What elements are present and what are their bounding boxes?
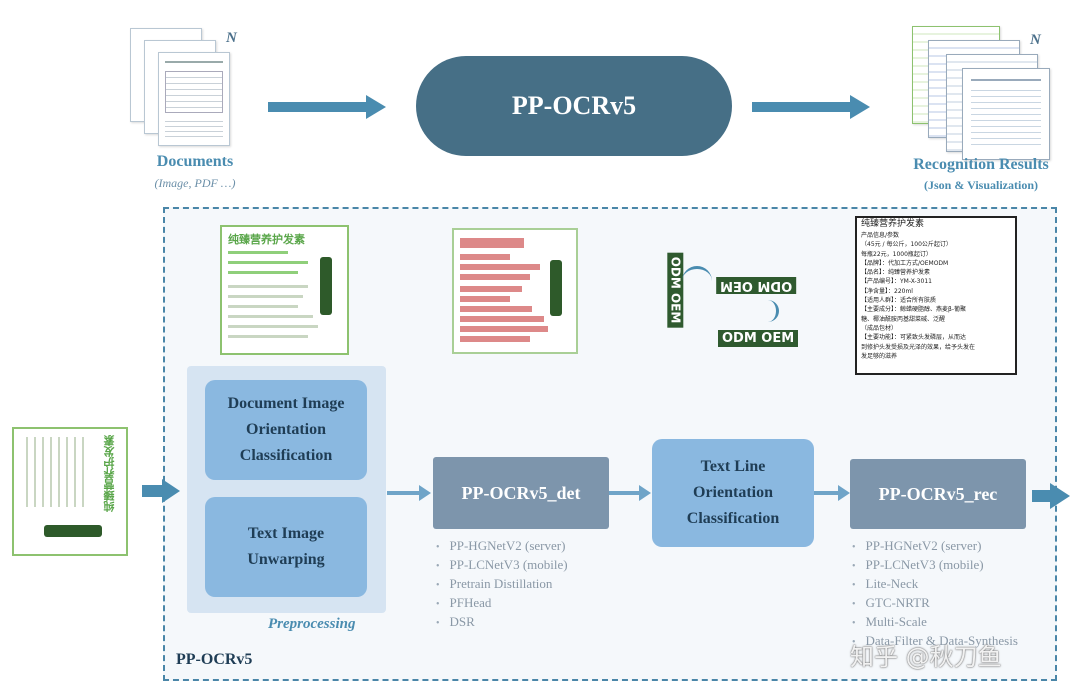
result-text-line: 【净含量】：220ml: [861, 287, 913, 295]
arrow-right-icon: [814, 485, 852, 501]
n-label-left: N: [226, 30, 237, 46]
rec-feature: Multi-Scale: [852, 613, 1018, 632]
det-feature: PP-HGNetV2 (server): [436, 537, 568, 556]
result-text-line: 【品牌】：代加工方式/OEMODM: [861, 259, 949, 267]
result-text-line: 【产品编号】：YM-X-3011: [861, 278, 932, 286]
arrow-right-icon: [268, 95, 386, 119]
text-line-orientation-box: Text Line Orientation Classification: [652, 439, 814, 547]
result-text-line: 糖、椰油酰胺丙基甜菜碱、泛醒: [861, 315, 946, 323]
rotate-arrow-icon: [682, 266, 712, 291]
result-text-line: （成品包材）: [861, 324, 898, 332]
result-text-line: 到修护头发受损及光泽的效果，给予头发在: [861, 343, 976, 351]
result-text-line: 纯臻营养护发素: [861, 219, 925, 229]
rec-feature: PP-LCNetV3 (mobile): [852, 556, 1018, 575]
result-text-line: （45元 / 每公斤，100公斤起订）: [861, 241, 952, 249]
results-stack-icon: [906, 24, 1056, 160]
result-text-line: 每瓶22元，1000瓶起订）: [861, 250, 932, 258]
watermark: 知乎 @秋刀鱼: [850, 643, 1002, 671]
rec-feature: Data-Filter & Data-Synthesis: [852, 632, 1018, 651]
doc-orientation-box: Document Image Orientation Classificatio…: [205, 380, 367, 480]
result-text-line: 发足够的滋养: [861, 352, 898, 360]
rec-feature: Lite-Neck: [852, 575, 1018, 594]
documents-label: Documents: [156, 153, 234, 170]
bottle-icon: [44, 525, 102, 537]
rotate-arrow-icon: [754, 300, 779, 322]
odm-upright-text: ODM OEM: [718, 330, 799, 347]
pp-ocrv5-pill: PP-OCRv5: [416, 56, 732, 156]
det-feature: PFHead: [436, 594, 568, 613]
det-feature: Pretrain Distillation: [436, 575, 568, 594]
arrow-right-icon: [387, 485, 433, 501]
rec-box: PP-OCRv5_rec: [850, 459, 1026, 529]
frame-label: PP-OCRv5: [176, 651, 253, 668]
sample-result-card: 纯臻营养护发素产品信息/参数 （45元 / 每公斤，100公斤起订）每瓶22元，1…: [855, 216, 1017, 375]
result-text-line: 【主要成分】：鲸蜡硬脂醇、燕麦β-葡聚: [861, 306, 966, 314]
bottle-icon: [550, 260, 562, 316]
sample-detection-card: [452, 228, 578, 354]
bottle-icon: [320, 257, 332, 315]
arrow-right-icon: [752, 95, 870, 119]
preprocessing-label: Preprocessing: [268, 616, 356, 632]
text-unwarping-box: Text Image Unwarping: [205, 497, 367, 597]
documents-stack-icon: [130, 28, 240, 148]
results-sublabel: (Json & Visualization): [923, 178, 1038, 192]
result-text-line: 产品信息/参数: [861, 232, 900, 239]
n-label-right: N: [1030, 32, 1041, 48]
arrow-right-icon: [1032, 483, 1072, 509]
rec-feature: PP-HGNetV2 (server): [852, 537, 1018, 556]
sample-product-card: 纯臻营养护发素: [220, 225, 349, 355]
rec-feature: GTC-NRTR: [852, 594, 1018, 613]
det-box: PP-OCRv5_det: [433, 457, 609, 529]
input-rotated-document: 纯臻营养护发素: [12, 427, 128, 556]
documents-sublabel: (Image, PDF …): [154, 176, 236, 190]
result-text-line: 【品名】：纯臻营养护发素: [861, 269, 931, 277]
rec-feature-list: PP-HGNetV2 (server) PP-LCNetV3 (mobile) …: [852, 537, 1018, 651]
sample-title: 纯臻营养护发素: [228, 233, 305, 246]
result-text-line: 【适用人群】：适合所有肤质: [861, 297, 937, 305]
odm-upside-text: ODM OEM: [716, 277, 797, 294]
det-feature-list: PP-HGNetV2 (server) PP-LCNetV3 (mobile) …: [436, 537, 568, 632]
arrow-right-icon: [142, 479, 182, 503]
result-text-line: 【主要功能】：可紧致头发磷层，从而达: [861, 334, 967, 342]
det-feature: PP-LCNetV3 (mobile): [436, 556, 568, 575]
odm-rotated-text: ODM OEM: [667, 252, 684, 328]
input-doc-title: 纯臻营养护发素: [103, 435, 116, 512]
arrow-right-icon: [609, 485, 653, 501]
results-label: Recognition Results: [913, 156, 1049, 173]
det-feature: DSR: [436, 613, 568, 632]
